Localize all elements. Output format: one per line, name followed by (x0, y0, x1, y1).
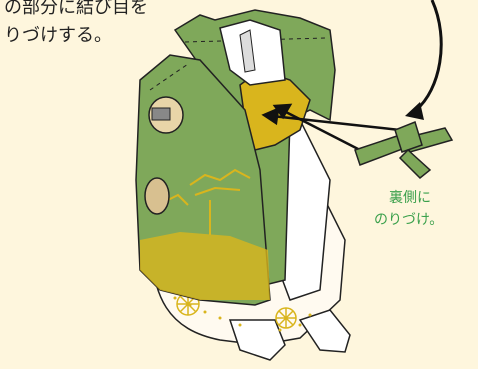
pine-tree-motif (167, 168, 251, 235)
leg-right (298, 309, 351, 353)
green-knot (354, 121, 454, 180)
head-detail (239, 29, 256, 73)
instruction-line-1: の部分に結び目を (4, 0, 148, 18)
curved-arrow-head (405, 102, 424, 120)
note-line-1: 裏側に (389, 190, 431, 206)
disk-lower (144, 177, 170, 215)
instruction-line-2: りづけする。 (4, 25, 112, 46)
curved-arrow (415, 0, 443, 112)
disk-knob (151, 107, 171, 121)
leg-left (228, 319, 286, 361)
gold-flower-2 (275, 307, 297, 329)
gold-hem (140, 232, 270, 300)
straight-arrows (261, 103, 401, 152)
note-line-2: のりづけ。 (374, 212, 444, 228)
